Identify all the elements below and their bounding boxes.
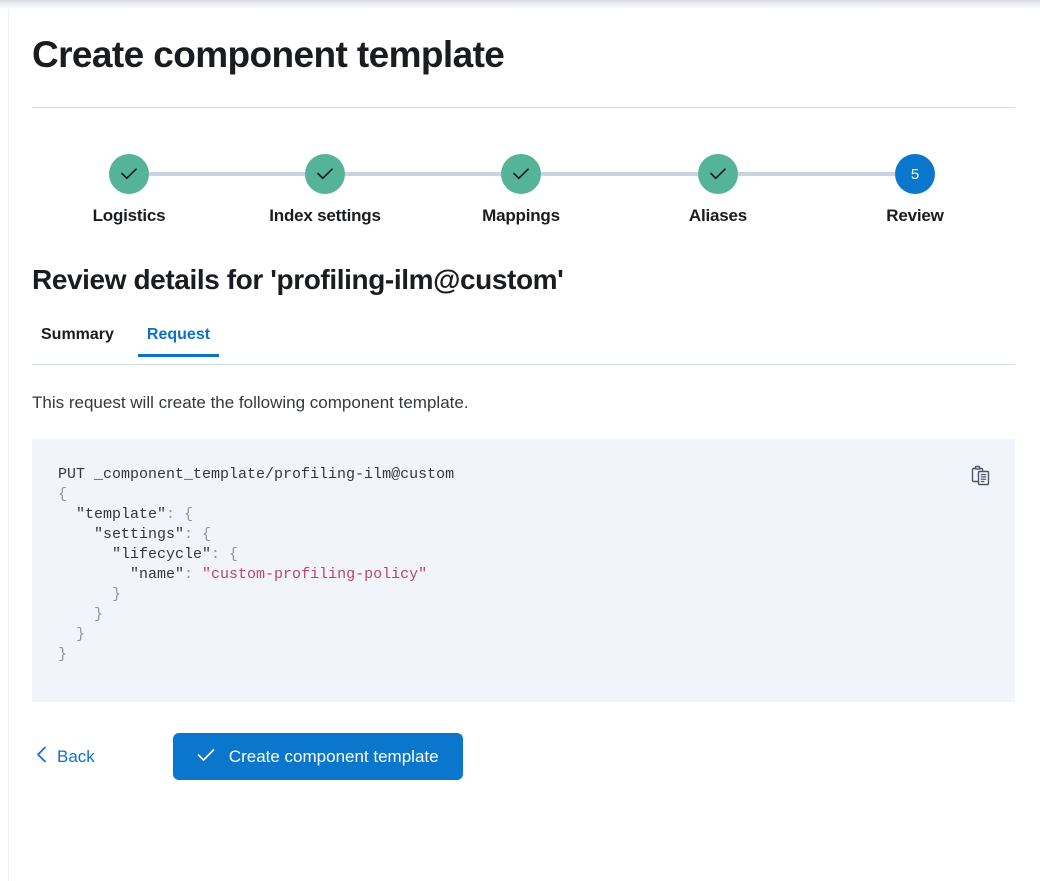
code-token-key: "lifecycle" [112, 546, 212, 563]
back-button[interactable]: Back [32, 740, 99, 774]
tabs-underline [32, 364, 1015, 365]
code-token-punct: : { [211, 546, 239, 563]
code-token-punct: } [58, 646, 68, 663]
request-code-panel: PUT _component_template/profiling-ilm@cu… [32, 439, 1015, 702]
clipboard-copy-icon[interactable] [965, 459, 997, 491]
code-token-key: "name" [130, 566, 185, 583]
request-code-text: PUT _component_template/profiling-ilm@cu… [58, 465, 454, 665]
code-token-punct [58, 506, 76, 523]
code-token-path: _component_template/profiling-ilm@custom [94, 466, 455, 483]
step-label: Review [886, 206, 944, 225]
tab-request[interactable]: Request [137, 326, 220, 357]
window-chrome-strip [0, 0, 1040, 9]
chevron-left-icon [36, 746, 47, 768]
detail-tabs: Summary Request [32, 326, 1015, 365]
step-connector [345, 172, 501, 176]
step-number: 5 [910, 165, 920, 183]
tab-label: Summary [41, 326, 114, 343]
section-title: Review details for 'profiling-ilm@custom… [32, 264, 564, 295]
tab-summary[interactable]: Summary [32, 326, 123, 357]
code-token-punct: } [58, 586, 122, 603]
code-token-punct: : { [166, 506, 194, 523]
code-token-punct [58, 526, 94, 543]
check-icon [501, 154, 541, 194]
page-left-rule [8, 9, 9, 881]
tab-label: Request [146, 326, 211, 343]
back-button-label: Back [57, 747, 95, 766]
code-token-method: PUT [58, 466, 95, 483]
step-number-badge: 5 [895, 154, 935, 194]
code-line: } [58, 625, 454, 645]
code-token-punct: : [184, 566, 203, 583]
code-line: } [58, 605, 454, 625]
wizard-step-aliases[interactable]: Aliases [628, 154, 808, 226]
header-divider [32, 107, 1015, 108]
check-icon [698, 154, 738, 194]
code-token-punct: } [58, 626, 86, 643]
code-token-punct [58, 546, 112, 563]
wizard-step-mappings[interactable]: Mappings [431, 154, 611, 226]
create-component-template-button[interactable]: Create component template [172, 733, 463, 780]
wizard-step-logistics[interactable]: Logistics [39, 154, 219, 226]
page-content: Create component template Logistics Index… [32, 0, 1016, 780]
step-connector [541, 172, 698, 176]
code-line: "name": "custom-profiling-policy" [58, 565, 454, 585]
code-token-key: "template" [76, 506, 167, 523]
code-line: { [58, 485, 454, 505]
create-component-template-button-label: Create component template [228, 747, 439, 766]
step-label: Mappings [482, 206, 560, 225]
code-token-punct [58, 566, 130, 583]
code-token-string: "custom-profiling-policy" [202, 566, 428, 583]
request-description: This request will create the following c… [32, 393, 469, 412]
page-title: Create component template [32, 34, 505, 75]
check-icon [109, 154, 149, 194]
check-icon [305, 154, 345, 194]
check-icon [197, 747, 215, 767]
step-connector [738, 172, 895, 176]
wizard-step-index-settings[interactable]: Index settings [235, 154, 415, 226]
code-line: "settings": { [58, 525, 454, 545]
step-label: Logistics [92, 206, 166, 225]
step-label: Aliases [688, 206, 748, 225]
code-token-punct: { [58, 486, 68, 503]
code-line: } [58, 645, 454, 665]
code-line: "template": { [58, 505, 454, 525]
code-line: "lifecycle": { [58, 545, 454, 565]
step-label: Index settings [269, 206, 381, 225]
code-line: } [58, 585, 454, 605]
code-token-punct: : { [184, 526, 212, 543]
code-token-punct: } [58, 606, 104, 623]
step-connector [149, 172, 305, 176]
code-line: PUT _component_template/profiling-ilm@cu… [58, 465, 454, 485]
code-token-key: "settings" [94, 526, 185, 543]
wizard-actions: Back Create component template [32, 733, 1016, 780]
